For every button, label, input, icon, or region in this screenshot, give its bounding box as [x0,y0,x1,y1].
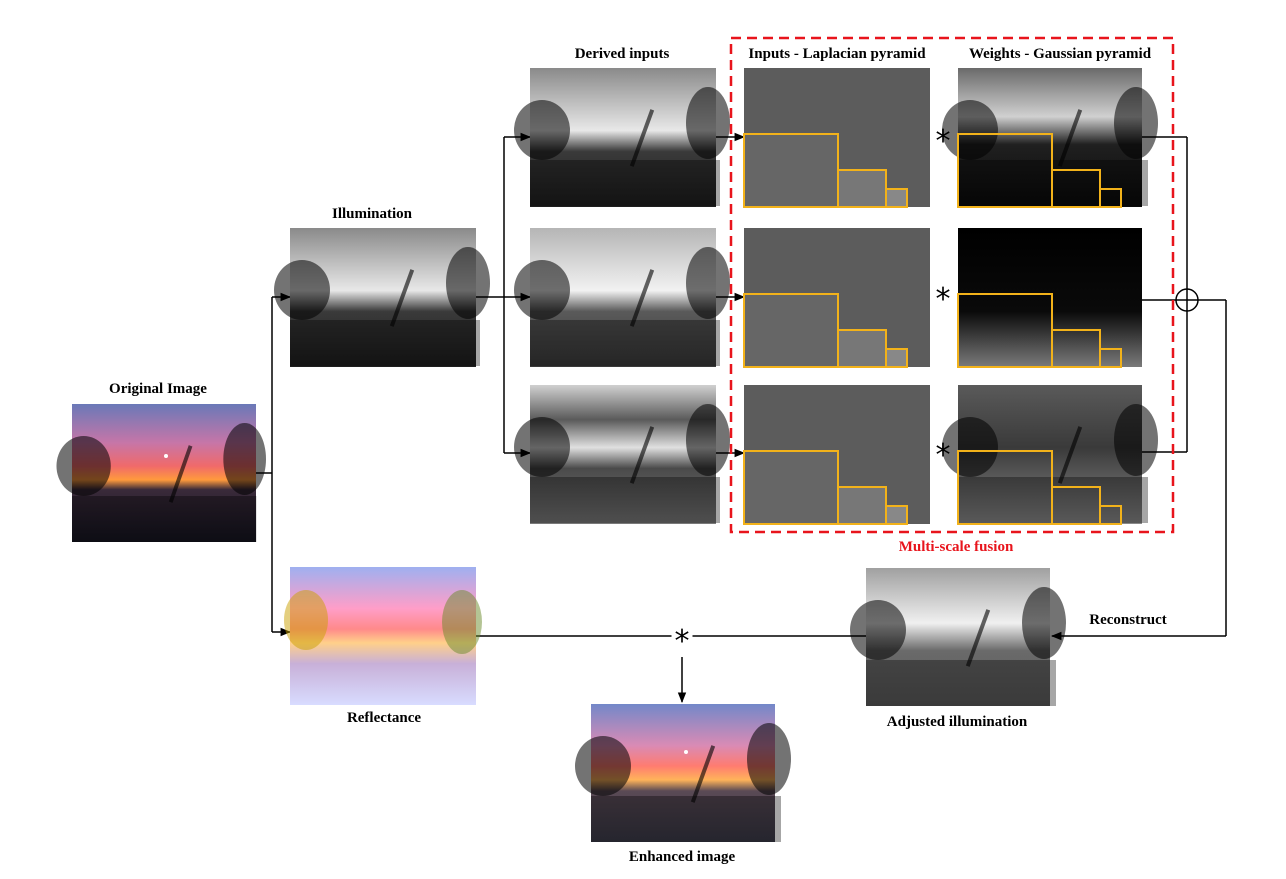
derived-input-3 [514,385,730,524]
reflectance-label: Reflectance [346,710,422,726]
multiply-operator-1: * [935,124,951,159]
original-image-label: Original Image [109,381,207,397]
enhanced-image [575,704,791,842]
reflectance-image [284,567,482,705]
derived-inputs-label: Derived inputs [574,46,670,62]
fusion-region-border [729,36,1175,534]
multiply-operator-reconstruction: * [671,627,693,657]
derived-input-2 [514,228,730,367]
laplacian-pyramid-label: Inputs - Laplacian pyramid [748,46,926,62]
enhanced-image-label: Enhanced image [628,849,736,865]
gaussian-pyramid-1 [942,68,1158,208]
reconstruct-label: Reconstruct [1089,612,1167,628]
multiply-operator-2: * [935,282,951,317]
multiply-operator-3: * [935,438,951,473]
adjusted-illumination-label: Adjusted illumination [886,714,1028,730]
illumination-label: Illumination [331,206,413,222]
gaussian-pyramid-label: Weights - Gaussian pyramid [968,46,1152,62]
gaussian-pyramid-2 [957,228,1142,368]
gaussian-pyramid-3 [942,385,1158,525]
derived-input-1 [514,68,730,207]
laplacian-pyramid-3 [743,385,930,525]
laplacian-pyramid-1 [743,68,930,208]
multi-scale-fusion-label: Multi-scale fusion [898,539,1014,555]
adjusted-illumination-image [850,568,1066,706]
illumination-image [274,228,490,367]
laplacian-pyramid-2 [743,228,930,368]
original-image [56,404,267,542]
